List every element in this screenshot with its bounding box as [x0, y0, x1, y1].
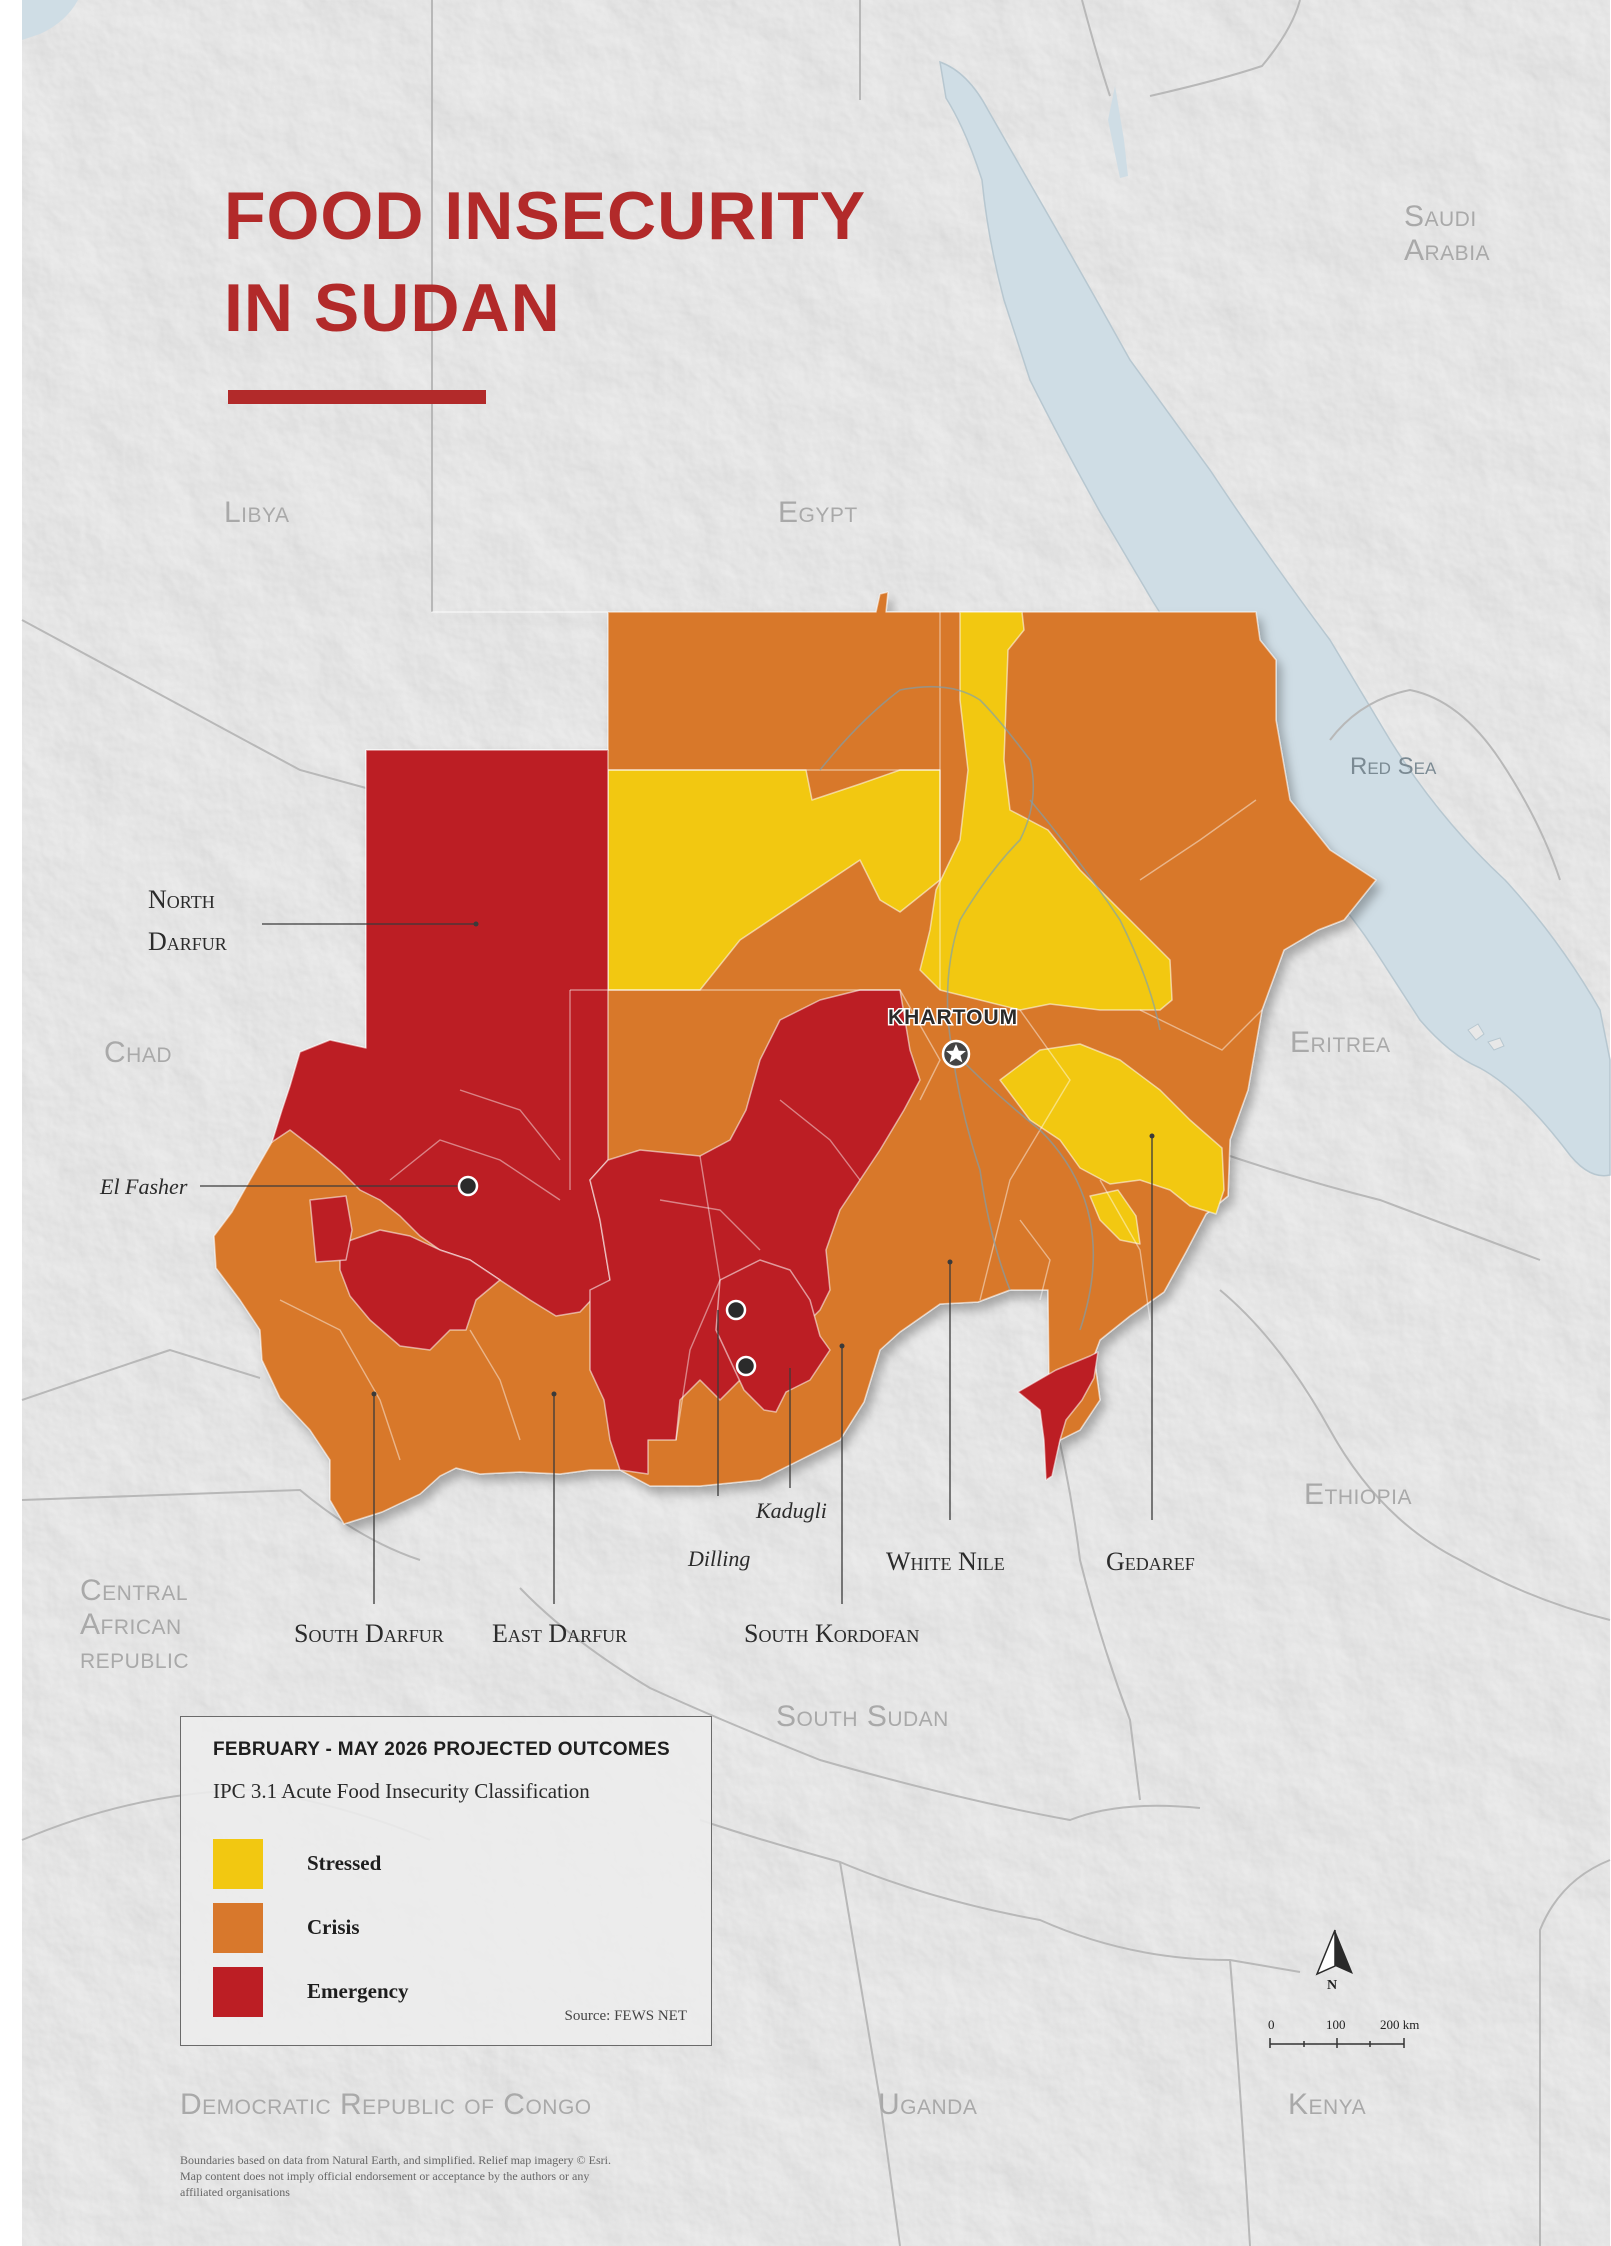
title-line-1: FOOD INSECURITY	[224, 178, 867, 254]
internal-boundaries	[279, 612, 1263, 1461]
footnote-line-2: Map content does not imply official endo…	[180, 2169, 590, 2183]
footnote-line-3: affiliated organisations	[180, 2185, 290, 2199]
country-labels: Libya Egypt Saudi Arabia Chad Eritrea Et…	[80, 200, 1490, 2121]
northern-state-stressed	[607, 769, 941, 991]
scale-label-0: 0	[1268, 2017, 1275, 2032]
label-car-1: Central	[80, 1574, 188, 1607]
label-dilling: Dilling	[687, 1546, 750, 1571]
label-kadugli: Kadugli	[755, 1498, 827, 1523]
blue-nile-emergency	[1017, 1351, 1099, 1481]
label-uganda: Uganda	[878, 2088, 977, 2121]
label-khartoum: KHARTOUM	[888, 1006, 1018, 1029]
gulf-of-aqaba	[1108, 86, 1128, 178]
map-title: FOOD INSECURITY IN SUDAN	[224, 170, 866, 354]
label-north-darfur-2: Darfur	[148, 927, 227, 956]
legend-heading: FEBRUARY - MAY 2026 PROJECTED OUTCOMES	[213, 1739, 670, 1760]
legend-swatch-emergency	[213, 1967, 263, 2017]
title-underline	[228, 390, 486, 404]
label-north-darfur-1: North	[148, 885, 215, 914]
city-markers	[457, 1039, 971, 1377]
legend-item-emergency: Emergency	[213, 1967, 533, 2017]
legend-label-emergency: Emergency	[307, 1979, 409, 2003]
marker-el-fasher	[457, 1175, 479, 1197]
legend-item-crisis: Crisis	[213, 1903, 533, 1953]
legend-label-crisis: Crisis	[307, 1915, 360, 1939]
label-car-2: African	[80, 1608, 182, 1641]
label-kenya: Kenya	[1288, 2088, 1366, 2121]
label-east-darfur: East Darfur	[492, 1619, 627, 1648]
legend-swatch-crisis	[213, 1903, 263, 1953]
label-south-sudan: South Sudan	[776, 1700, 949, 1733]
nile-rivers	[819, 685, 1161, 1331]
legend-swatch-stressed	[213, 1839, 263, 1889]
label-eritrea: Eritrea	[1290, 1026, 1391, 1059]
north-arrow-icon	[1315, 1929, 1353, 1976]
leader-lines	[200, 923, 1153, 1604]
sennar-stressed-patch	[1089, 1189, 1141, 1245]
leader-anchors	[371, 921, 1155, 1397]
marker-dilling	[725, 1299, 747, 1321]
scale-label-200: 200 km	[1380, 2017, 1420, 2032]
footnote-line-1: Boundaries based on data from Natural Ea…	[180, 2153, 611, 2167]
legend-source: Source: FEWS NET	[564, 2008, 687, 2024]
label-el-fasher: El Fasher	[99, 1174, 188, 1199]
label-saudi-arabia-2: Arabia	[1404, 234, 1490, 267]
legend-label-stressed: Stressed	[307, 1851, 382, 1875]
label-white-nile: White Nile	[886, 1547, 1005, 1576]
label-south-darfur: South Darfur	[294, 1619, 444, 1648]
label-gedaref: Gedaref	[1106, 1547, 1195, 1576]
international-borders	[21, 0, 1611, 2246]
river-nile-stressed	[919, 611, 1173, 1011]
label-libya: Libya	[224, 496, 289, 529]
label-ethiopia: Ethiopia	[1304, 1478, 1412, 1511]
label-drc: Democratic Republic of Congo	[180, 2088, 592, 2121]
mediterranean-corner	[22, 0, 78, 40]
islands	[1467, 1023, 1505, 1051]
scale-bar	[1269, 2038, 1405, 2048]
central-darfur-emergency	[339, 1229, 501, 1351]
marker-kadugli	[735, 1355, 757, 1377]
legend: FEBRUARY - MAY 2026 PROJECTED OUTCOMES I…	[180, 1716, 712, 2046]
label-south-kordofan: South Kordofan	[744, 1619, 919, 1648]
legend-subtitle: IPC 3.1 Acute Food Insecurity Classifica…	[213, 1779, 590, 1803]
red-sea	[939, 60, 1611, 1177]
west-darfur-emergency	[309, 1195, 353, 1263]
label-chad: Chad	[104, 1036, 172, 1069]
gedaref-stressed	[999, 1043, 1225, 1215]
capital-star-icon	[941, 1039, 971, 1069]
north-label: N	[1327, 1978, 1338, 1993]
title-line-2: IN SUDAN	[224, 270, 561, 346]
scale-label-100: 100	[1326, 2017, 1346, 2032]
label-red-sea: Red Sea	[1350, 753, 1437, 780]
sudan-states	[213, 591, 1377, 1525]
footnote: Boundaries based on data from Natural Ea…	[180, 2152, 700, 2200]
label-egypt: Egypt	[778, 496, 858, 529]
legend-item-stressed: Stressed	[213, 1839, 533, 1889]
label-car-3: republic	[80, 1642, 189, 1675]
place-labels: KHARTOUM North Darfur El Fasher South Da…	[99, 885, 1195, 1648]
label-saudi-arabia-1: Saudi	[1404, 200, 1477, 233]
